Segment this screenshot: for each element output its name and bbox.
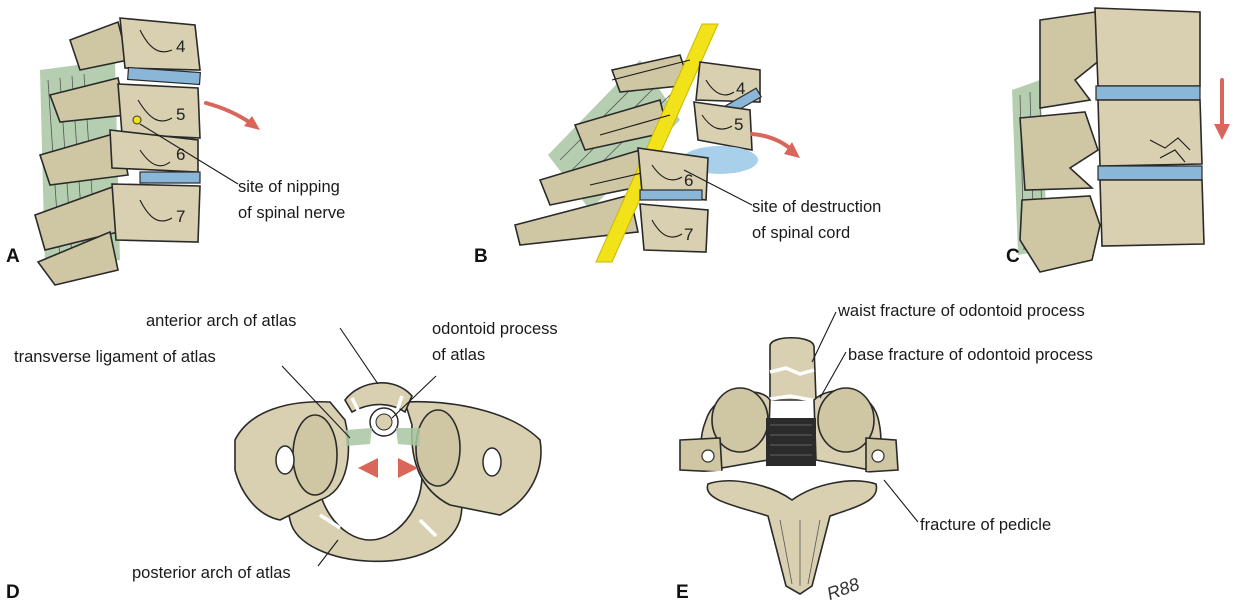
odontoid-label-line2: of atlas	[432, 346, 485, 364]
transverse-ligament	[396, 428, 420, 446]
transverse-process-left	[680, 438, 722, 472]
transverse-ligament-label: transverse ligament of atlas	[14, 348, 216, 366]
panel-c: C	[1006, 8, 1230, 272]
right-articular-facet	[416, 410, 460, 486]
pedicle-fracture-line	[700, 470, 880, 478]
disc-c-upper	[1096, 86, 1200, 100]
waist-fracture-label: waist fracture of odontoid process	[837, 302, 1085, 320]
panel-c-posterior-elements	[1020, 196, 1100, 272]
left-foramen-e	[702, 450, 714, 462]
vertebra-a-7	[112, 184, 200, 242]
spinal-nerve-dot	[133, 116, 141, 124]
compression-arrowhead	[1214, 124, 1230, 140]
vertebra-number: 6	[176, 145, 185, 164]
destruction-label-line2: of spinal cord	[752, 224, 850, 242]
spread-arrow-left	[358, 458, 378, 478]
panel-letter-a: A	[6, 246, 20, 267]
waist-fracture-leader	[812, 312, 836, 362]
anterior-arch-leader	[340, 328, 378, 384]
panel-c-posterior-elements	[1040, 12, 1100, 108]
vertebra-number: 4	[176, 37, 185, 56]
nipping-label-line2: of spinal nerve	[238, 204, 345, 222]
right-transverse-foramen	[483, 448, 501, 476]
right-foramen-e	[872, 450, 884, 462]
anterior-arch-label: anterior arch of atlas	[146, 312, 296, 330]
vertebra-number: 5	[176, 105, 185, 124]
destruction-label-line1: site of destruction	[752, 198, 881, 216]
pedicle-fracture-label: fracture of pedicle	[920, 516, 1051, 534]
panel-c-posterior-elements	[1020, 112, 1098, 190]
panel-a: 4 5 6 7 site of nipping of spinal nerve …	[6, 18, 345, 285]
vertebra-number: 7	[176, 207, 185, 226]
disc-a-6	[140, 172, 200, 183]
panel-letter-d: D	[6, 582, 20, 600]
base-fracture-label: base fracture of odontoid process	[848, 346, 1093, 364]
left-articular-facet	[293, 415, 337, 495]
posterior-arch-label: posterior arch of atlas	[132, 564, 291, 582]
panel-b: 4 5 6 7 site of destruction of spinal co…	[474, 24, 881, 267]
vertebra-b-7	[640, 204, 708, 252]
vertebra-number: 5	[734, 115, 743, 134]
disc-c-lower	[1098, 166, 1202, 180]
vertebra-c-upper	[1095, 8, 1200, 86]
panel-letter-c: C	[1006, 246, 1020, 267]
panel-e: R88 waist fracture of odontoid process b…	[676, 302, 1093, 600]
panel-a-spinous-process	[70, 22, 128, 70]
nipping-label-line1: site of nipping	[238, 178, 340, 196]
panel-d: anterior arch of atlas odontoid process …	[6, 312, 558, 600]
dislocation-arrow-a	[206, 103, 252, 124]
panel-letter-b: B	[474, 246, 488, 267]
dislocation-arrow-b	[752, 134, 792, 150]
left-transverse-foramen	[276, 446, 294, 474]
panel-letter-e: E	[676, 582, 689, 600]
disc-b-6	[640, 190, 702, 200]
vertebra-a-4	[120, 18, 200, 70]
vertebra-c-crushed	[1098, 100, 1202, 166]
vertebra-a-5	[118, 84, 200, 138]
vertebra-number: 7	[684, 225, 693, 244]
artist-signature: R88	[824, 574, 862, 600]
odontoid-label-line1: odontoid process	[432, 320, 558, 338]
vertebra-number: 4	[736, 79, 745, 98]
pedicle-fracture-leader	[884, 480, 918, 522]
vertebra-c-lower	[1100, 180, 1204, 246]
odontoid-core	[376, 414, 392, 430]
